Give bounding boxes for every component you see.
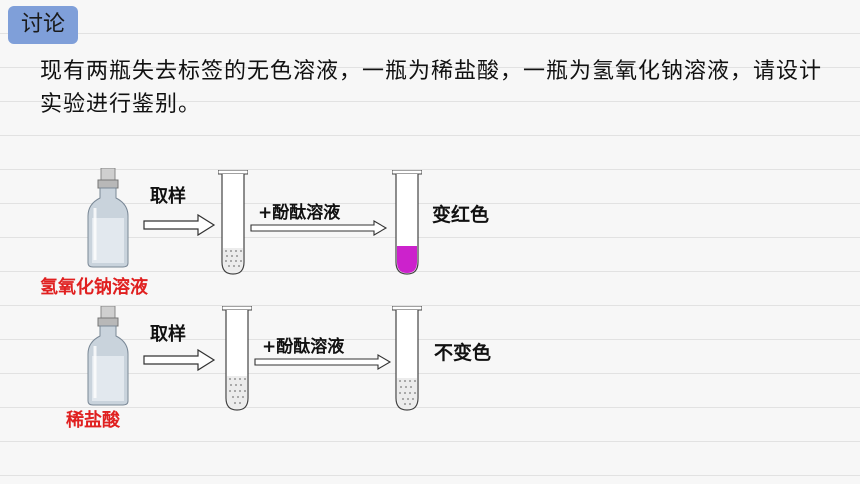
discussion-tag: 讨论 [8,6,78,44]
result-label: 变红色 [432,204,490,226]
tube-unchanged-icon [392,306,422,411]
bottle-image [83,306,133,406]
empty-tube-icon [218,170,248,275]
reagent-label: +酚酞溶液 [262,337,345,357]
take-arrow-icon [143,348,216,372]
take-sample-label: 取样 [150,186,186,207]
reagent-arrow-icon [254,354,392,370]
take-sample-label: 取样 [150,324,186,345]
sample-label: 稀盐酸 [66,410,120,431]
question-text: 现有两瓶失去标签的无色溶液，一瓶为稀盐酸，一瓶为氢氧化钠溶液，请设计实验进行鉴别… [40,59,823,117]
tube-pink-icon [392,170,422,275]
empty-tube-icon [222,306,252,411]
experiment-row-hcl: 稀盐酸 取样 +酚酞溶液 不变色 [0,306,860,456]
sample-label: 氢氧化钠溶液 [40,277,148,298]
result-label: 不变色 [434,342,492,364]
take-arrow-icon [143,213,216,237]
experiment-row-naoh: 氢氧化钠溶液 取样 +酚酞溶液 变红色 [0,168,860,318]
reagent-label: +酚酞溶液 [258,203,341,223]
bottle-image [83,168,133,268]
reagent-arrow-icon [250,220,388,236]
